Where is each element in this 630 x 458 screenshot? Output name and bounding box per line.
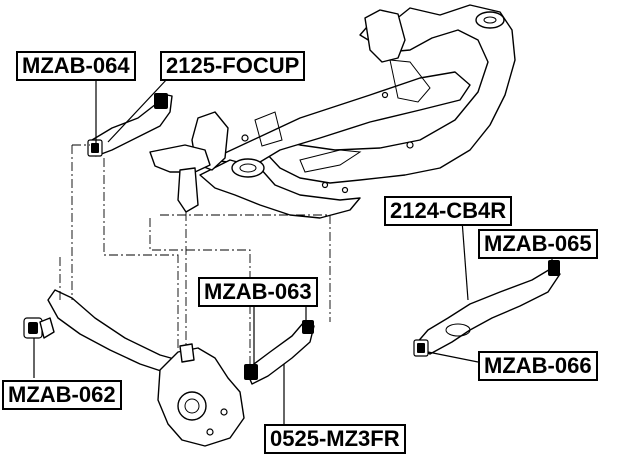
lower-arm	[244, 320, 315, 385]
leader-lines	[33, 77, 553, 425]
label-2124-cb4r: 2124-CB4R	[384, 196, 513, 226]
label-mzab-063: MZAB-063	[198, 277, 318, 307]
trailing-arm	[23, 289, 189, 375]
label-0525-mz3fr: 0525-MZ3FR	[264, 424, 406, 454]
label-mzab-064: MZAB-064	[16, 51, 136, 81]
upper-arm	[87, 93, 173, 157]
assembly-lines	[59, 144, 331, 365]
label-2125-focup: 2125-FOCUP	[160, 51, 306, 81]
label-mzab-066: MZAB-066	[478, 351, 598, 381]
rear-subframe	[149, 4, 516, 219]
label-mzab-065: MZAB-065	[478, 229, 598, 259]
right-control-arm	[413, 260, 561, 357]
label-mzab-062: MZAB-062	[2, 380, 122, 410]
knuckle-hub	[157, 343, 245, 447]
